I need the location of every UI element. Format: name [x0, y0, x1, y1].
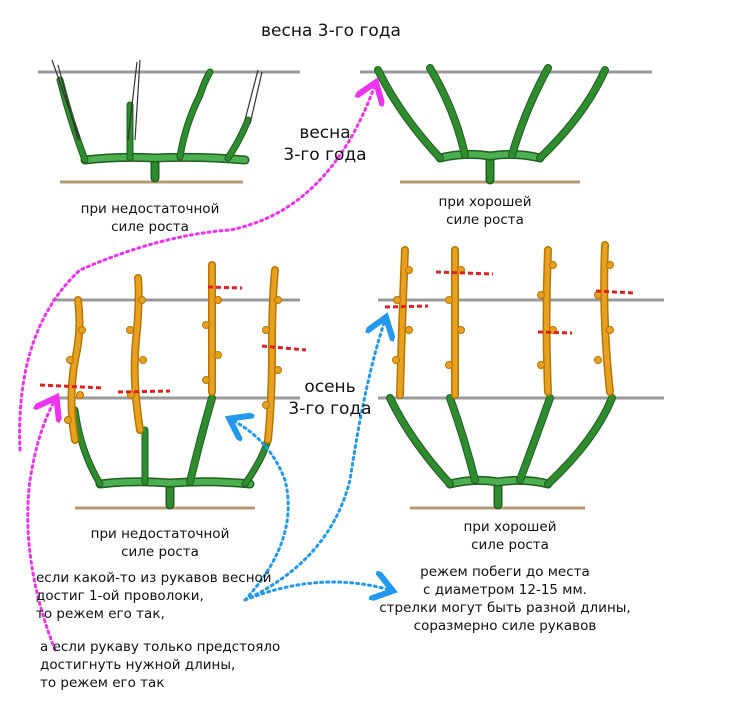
note-cut-diameter: режем побеги до места с диаметром 12-15 … — [360, 563, 650, 635]
spring-label: весна 3-го года — [280, 122, 370, 166]
panel-top-right — [360, 64, 652, 185]
vine-trunk — [374, 64, 609, 185]
cut-marks — [384, 270, 635, 335]
autumn-label: осень 3-го года — [280, 376, 380, 420]
note-line: с диаметром 12-15 мм. — [423, 582, 587, 598]
note-line: соразмерно силе рукавов — [413, 618, 597, 634]
cut-marks — [39, 285, 307, 394]
caption-top-right: при хорошей силе роста — [400, 193, 570, 229]
arrow-to-bottom-right-cut — [243, 320, 385, 602]
title-top: весна 3-го года — [261, 21, 401, 41]
magenta-arrows — [18, 85, 375, 652]
note-line: режем побеги до места — [420, 564, 590, 580]
arrow-to-top-right-vine — [18, 85, 375, 452]
caption-top-left: при недостаточной силе роста — [60, 200, 240, 236]
note-line: то режем его так — [40, 675, 165, 691]
note-pruning-reached-wire: если какой-то из рукавов весной достиг 1… — [36, 569, 272, 623]
caption-bottom-left: при недостаточной силе роста — [70, 525, 250, 561]
panel-bottom-left — [39, 261, 307, 510]
caption-line: при недостаточной — [80, 201, 220, 217]
vine-trunk — [56, 68, 252, 183]
vine-trunk — [71, 394, 272, 510]
note-line: если какой-то из рукавов весной — [36, 570, 272, 586]
panel-bottom-right — [378, 241, 664, 510]
caption-line: при хорошей — [438, 194, 532, 210]
spring-label-line2: 3-го года — [283, 145, 367, 165]
caption-bottom-right: при хорошей силе роста — [425, 518, 595, 554]
note-line: стрелки могут быть разной длины, — [379, 600, 631, 616]
note-line: достигнуть нужной длины, — [40, 657, 236, 673]
buds — [392, 261, 614, 369]
autumn-label-line1: осень — [304, 377, 356, 397]
arrow-to-bottom-left-cut — [26, 400, 55, 652]
spring-label-line1: весна — [299, 123, 351, 143]
annual-shoots — [67, 261, 279, 444]
tie-strings — [51, 59, 263, 141]
autumn-label-line2: 3-го года — [288, 399, 372, 419]
panel-top-left — [38, 59, 300, 184]
caption-line: силе роста — [446, 212, 524, 228]
blue-arrows — [232, 320, 390, 600]
caption-line: силе роста — [121, 544, 199, 560]
vine-trunk — [386, 394, 616, 510]
annual-shoots — [396, 241, 614, 399]
arrow-to-bottom-left-arm — [232, 420, 290, 602]
note-line: а если рукаву только предстояло — [40, 639, 281, 655]
caption-line: при недостаточной — [90, 526, 230, 542]
note-pruning-short-arm: а если рукаву только предстояло достигну… — [40, 638, 280, 692]
buds — [64, 296, 282, 424]
caption-line: силе роста — [471, 537, 549, 553]
arrow-to-note3 — [243, 582, 390, 600]
note-line: то режем его так, — [36, 606, 165, 622]
caption-line: при хорошей — [463, 519, 557, 535]
caption-line: силе роста — [111, 219, 189, 235]
note-line: достиг 1-ой проволоки, — [36, 588, 204, 604]
